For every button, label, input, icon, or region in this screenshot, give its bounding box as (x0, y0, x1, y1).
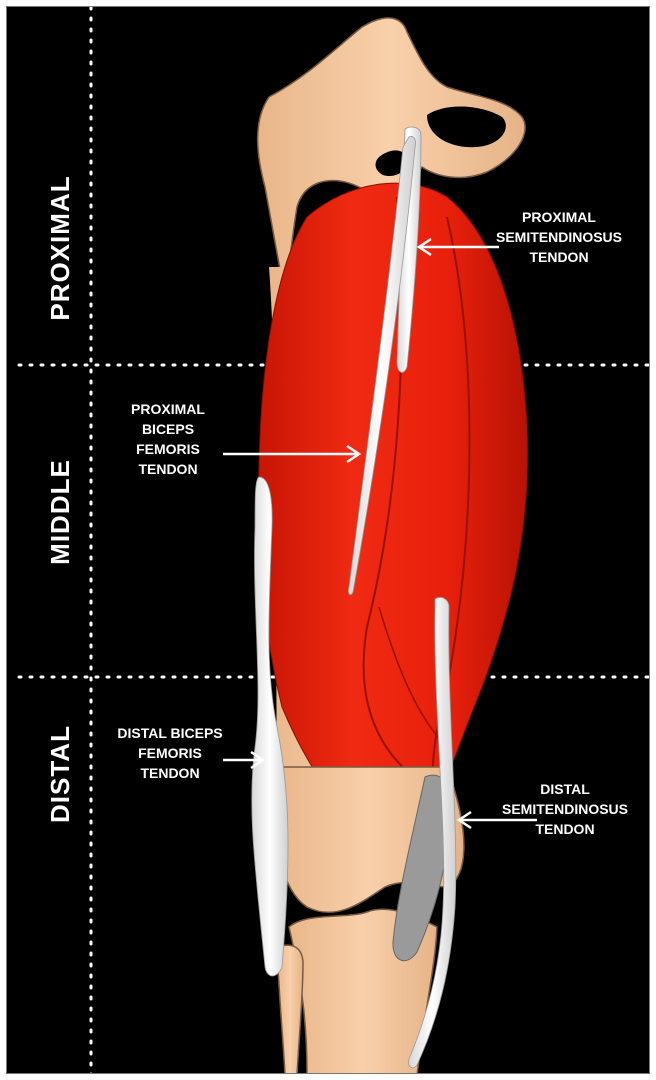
label-proximal-biceps: PROXIMAL BICEPS FEMORIS TENDON (113, 399, 223, 479)
label-distal-semitendinosus: DISTAL SEMITENDINOSUS TENDON (485, 779, 645, 839)
anatomy-illustration (7, 7, 650, 1074)
region-label-proximal: PROXIMAL (43, 148, 77, 348)
region-label-middle: MIDDLE (43, 412, 77, 612)
region-label-distal: DISTAL (43, 674, 77, 874)
label-distal-biceps: DISTAL BICEPS FEMORIS TENDON (107, 723, 233, 783)
label-proximal-semitendinosus: PROXIMAL SEMITENDINOSUS TENDON (479, 207, 639, 267)
diagram-frame: PROXIMAL MIDDLE DISTAL PROXIMAL SEMITEND… (6, 6, 650, 1074)
